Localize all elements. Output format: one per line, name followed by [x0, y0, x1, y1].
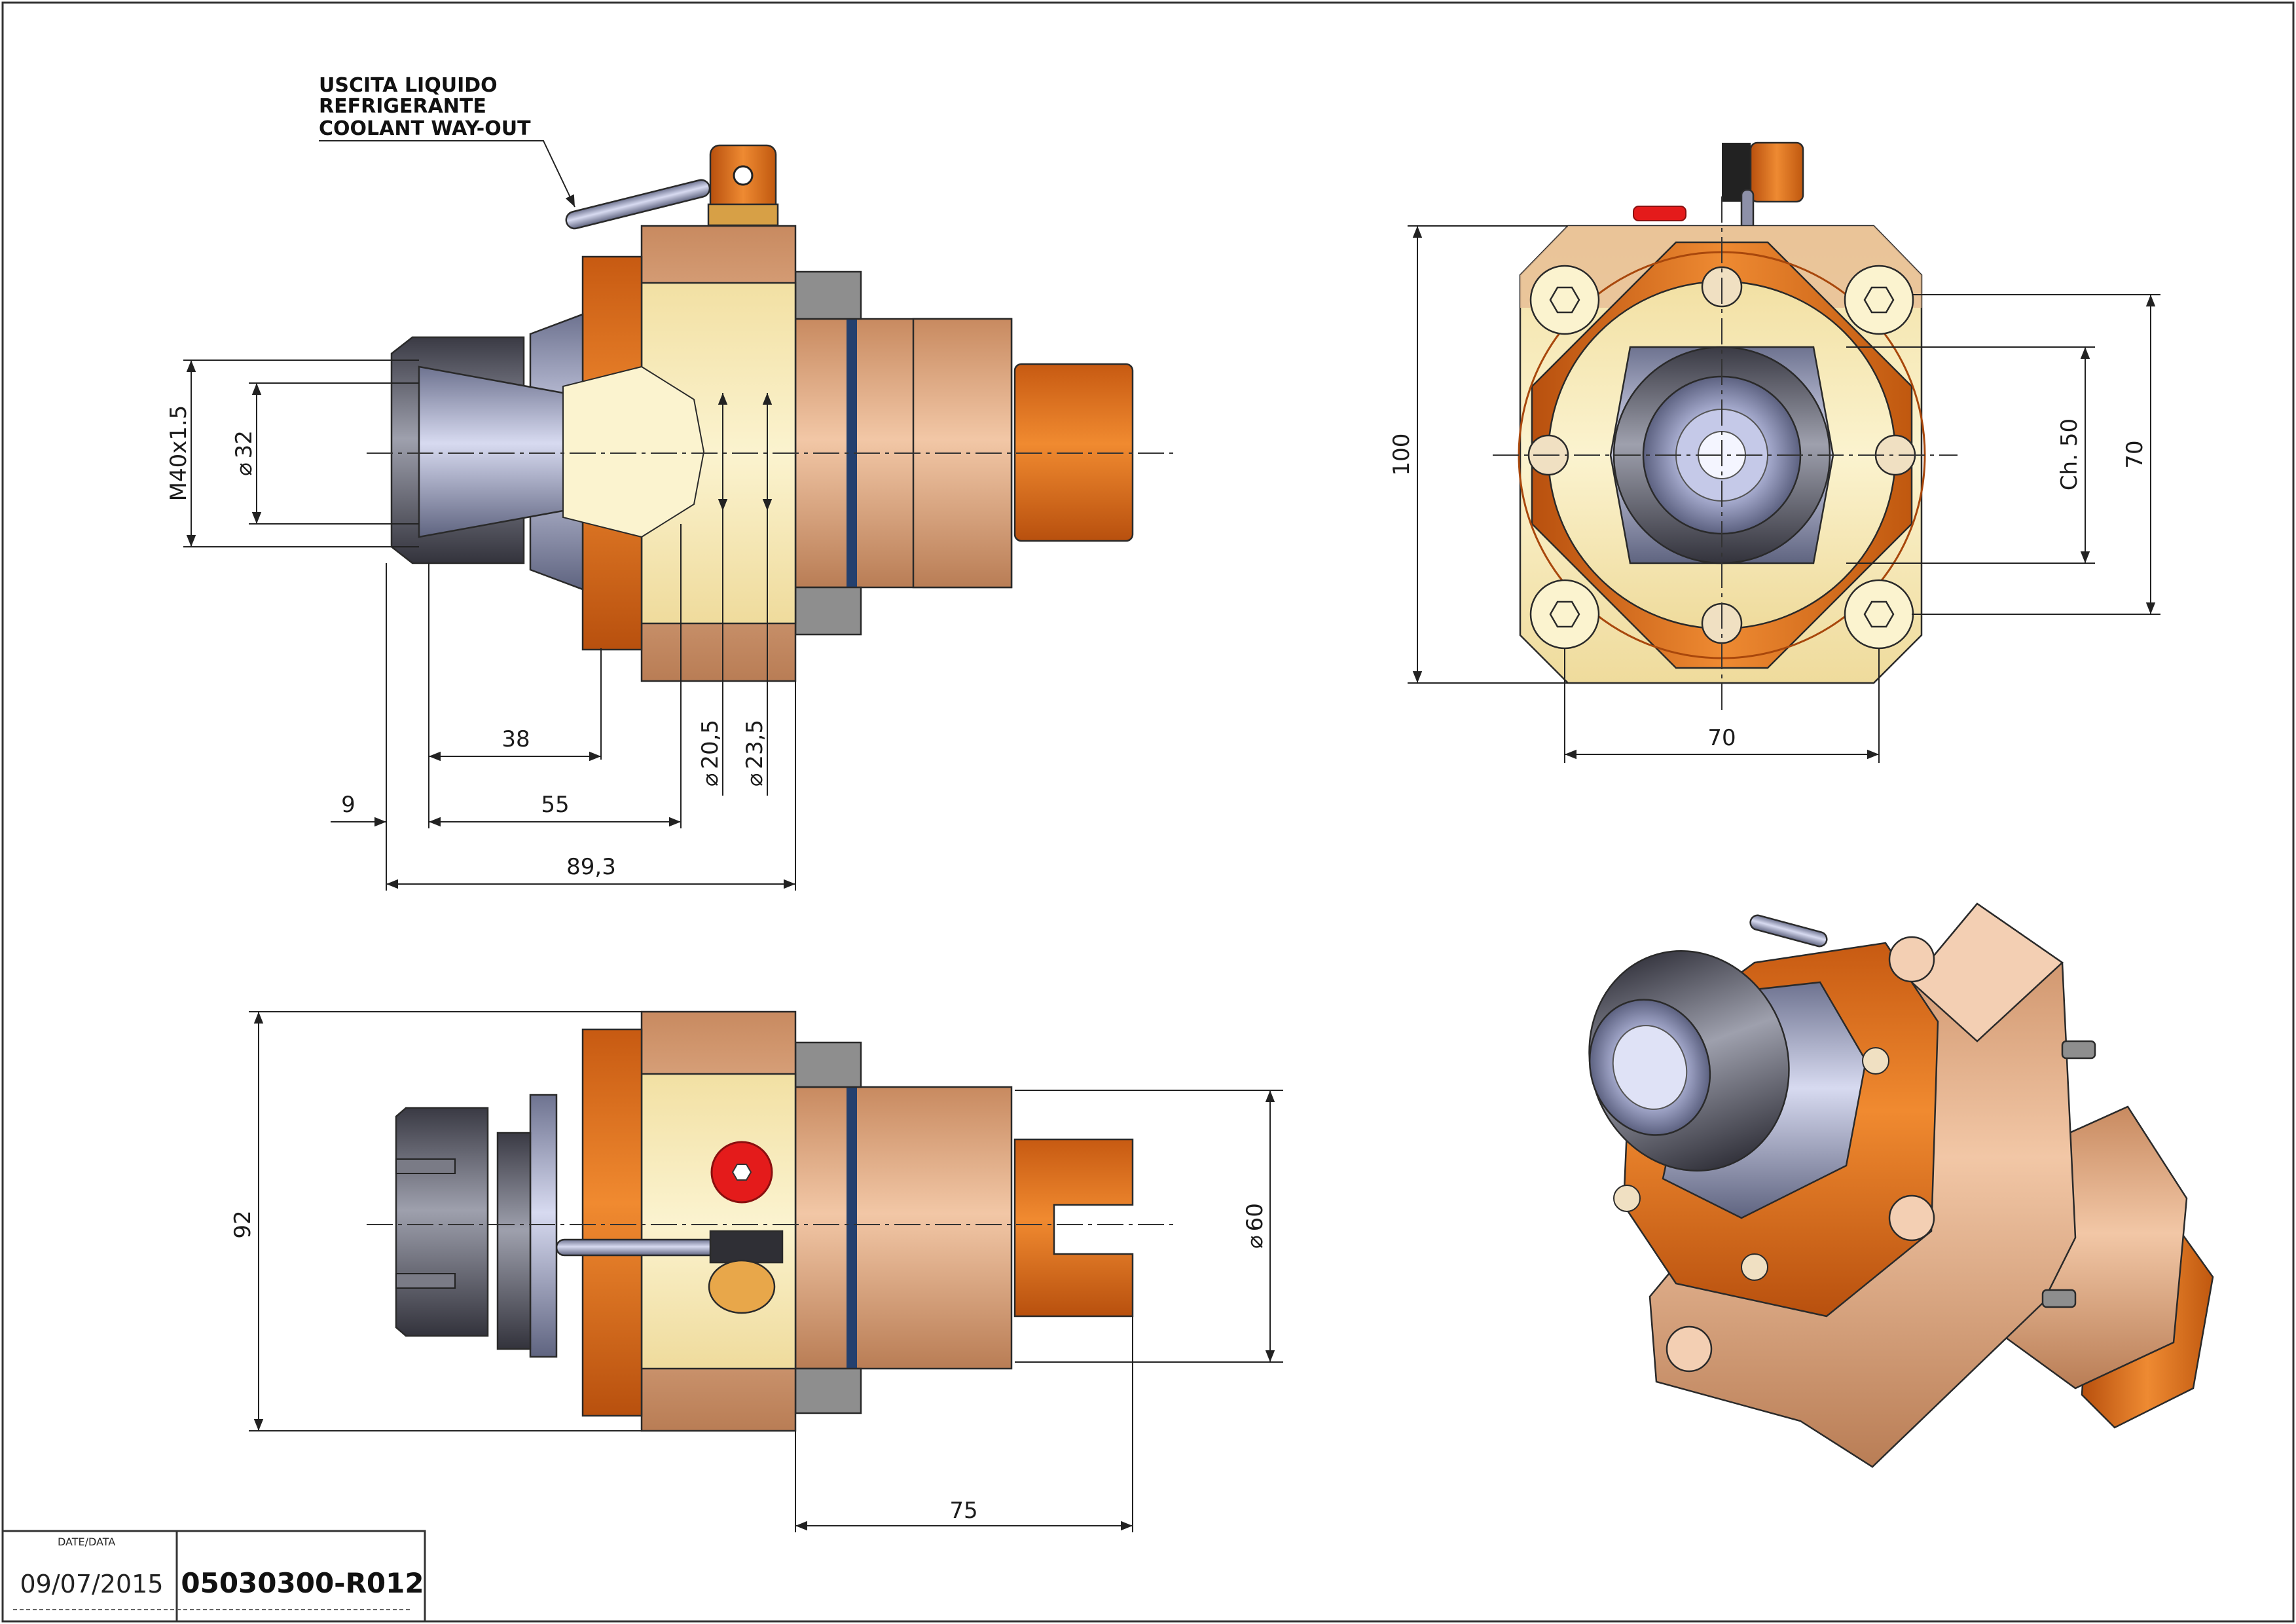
side-dimensions: 92 ⌀60 75 [230, 1011, 1283, 1532]
coolant-note: USCITA LIQUIDO REFRIGERANTE COOLANT WAY-… [319, 74, 575, 208]
dim-38: 38 [501, 726, 530, 752]
dim-side-dia-60: ⌀60 [1242, 1203, 1268, 1249]
dim-dia-32: ⌀32 [231, 430, 257, 476]
title-block: DATE/DATA 09/07/2015 05030300-R012 [1, 1530, 426, 1623]
dim-thread: M40x1.5 [166, 405, 192, 502]
dim-front-70-vertical: 70 [2122, 440, 2148, 468]
dim-dia-20-5: ⌀20,5 [697, 720, 723, 786]
isometric-view [1588, 902, 2214, 1468]
dim-front-ch50: Ch. 50 [2056, 418, 2083, 490]
side-view [367, 1010, 1178, 1432]
section-view [367, 144, 1178, 682]
dim-front-70-horizontal: 70 [1707, 725, 1736, 751]
section-dimensions: M40x1.5 ⌀32 ⌀20,5 ⌀23,5 38 9 55 89,3 [166, 360, 796, 891]
dim-9: 9 [341, 792, 355, 818]
note-line-3: COOLANT WAY-OUT [319, 117, 531, 140]
drawing-code: 05030300-R012 [181, 1567, 424, 1599]
drawing-date: 09/07/2015 [20, 1570, 163, 1598]
dim-side-92: 92 [230, 1210, 256, 1238]
front-view [1493, 141, 1958, 714]
dim-89-3: 89,3 [566, 854, 616, 880]
dim-55: 55 [541, 792, 569, 818]
date-label: DATE/DATA [58, 1536, 115, 1548]
dim-dia-23-5: ⌀23,5 [742, 720, 768, 786]
note-line-2: REFRIGERANTE [319, 95, 486, 118]
dim-front-100: 100 [1389, 434, 1415, 476]
front-dimensions: 100 Ch. 50 70 70 [1389, 225, 2160, 763]
note-line-1: USCITA LIQUIDO [319, 74, 498, 97]
dim-side-75: 75 [949, 1498, 977, 1524]
